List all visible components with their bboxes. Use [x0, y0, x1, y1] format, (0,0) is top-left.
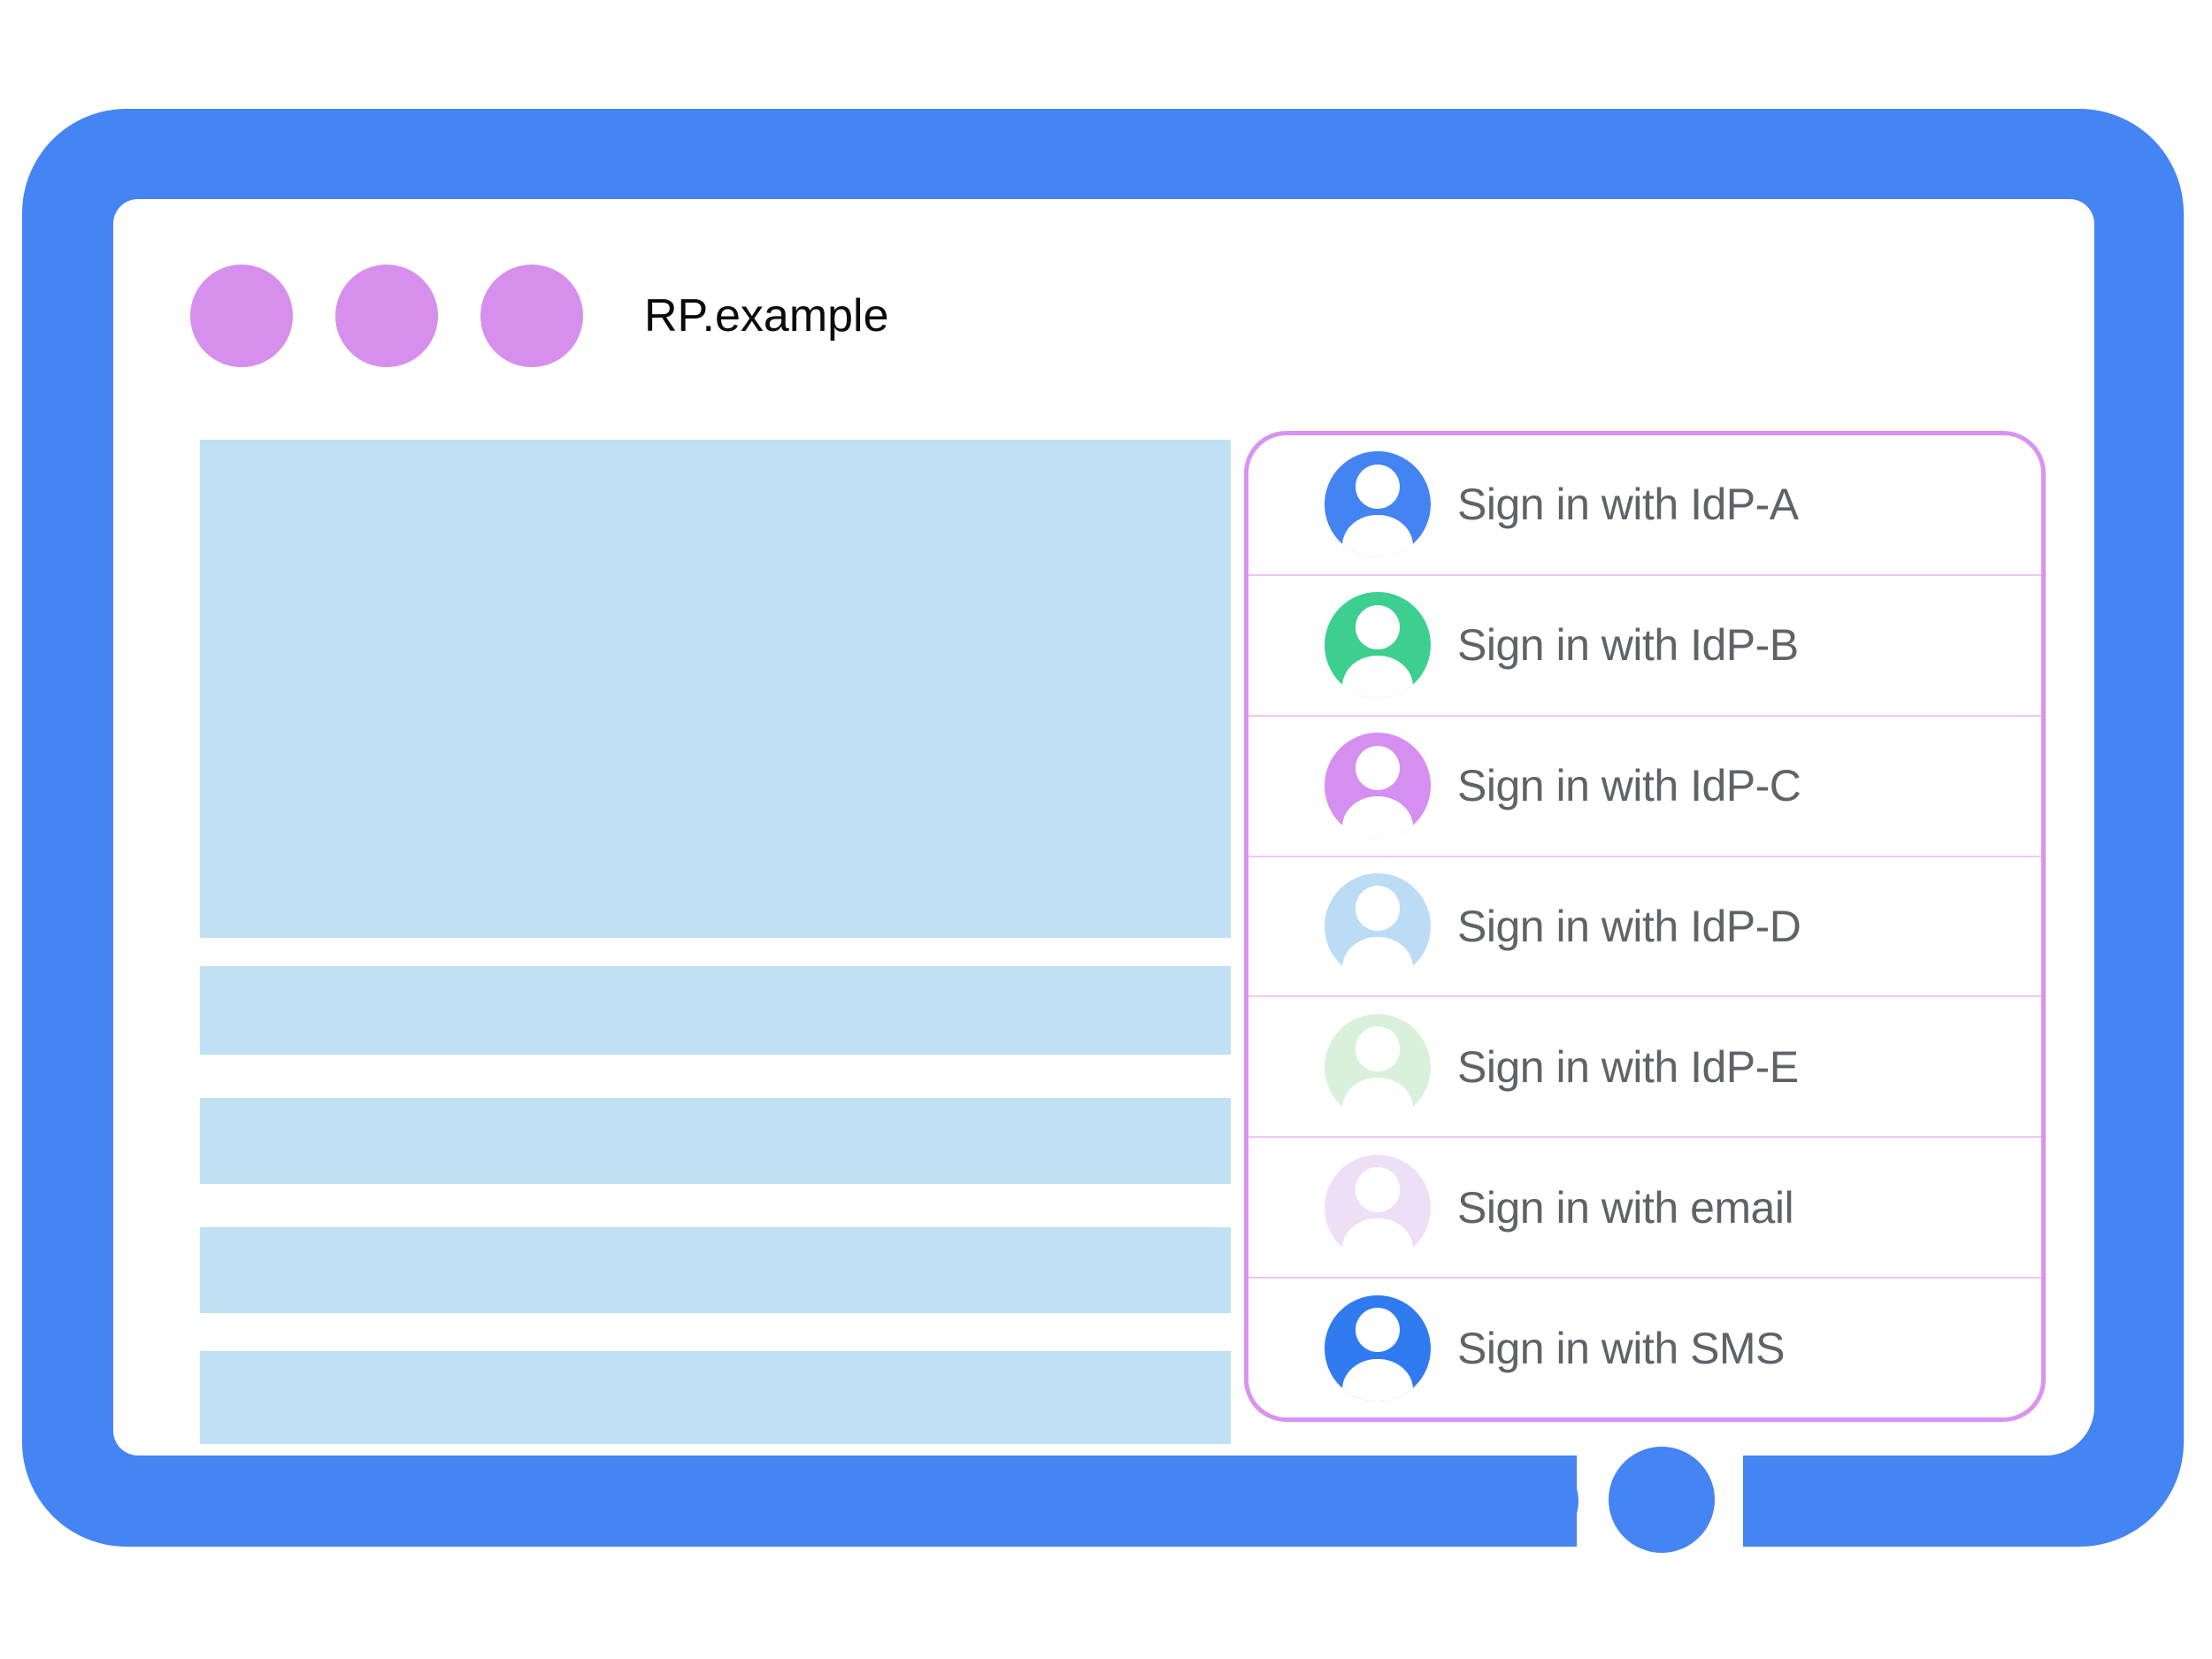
avatar-torso-shape: [1342, 656, 1413, 699]
avatar-head-shape: [1355, 1307, 1401, 1353]
signin-option-label: Sign in with IdP-E: [1457, 1041, 1799, 1092]
avatar-head-shape: [1355, 1026, 1401, 1071]
avatar-torso-shape: [1342, 937, 1413, 979]
browser-screen: RP.example Sign in with IdP-A Sign in wi…: [113, 199, 2094, 1455]
avatar-head-shape: [1355, 886, 1401, 931]
bottom-bezel-left-cap: [1486, 1455, 1578, 1547]
user-avatar-icon: [1325, 1154, 1431, 1261]
home-button-circle: [1609, 1447, 1715, 1553]
user-avatar-icon: [1325, 873, 1431, 979]
browser-frame: RP.example Sign in with IdP-A Sign in wi…: [22, 109, 2184, 1553]
signin-option-label: Sign in with IdP-A: [1457, 480, 1799, 530]
signin-option-button[interactable]: Sign in with IdP-B: [1248, 573, 2041, 715]
window-control-dot[interactable]: [190, 265, 293, 367]
window-control-dot[interactable]: [335, 265, 438, 367]
bottom-bezel-right-cap: [1743, 1455, 1835, 1547]
avatar-torso-shape: [1342, 796, 1413, 840]
user-avatar-icon: [1325, 451, 1431, 558]
avatar-head-shape: [1355, 745, 1401, 790]
user-avatar-icon: [1325, 592, 1431, 699]
signin-option-label: Sign in with IdP-C: [1457, 761, 1801, 811]
avatar-head-shape: [1355, 464, 1401, 510]
avatar-torso-shape: [1342, 515, 1413, 558]
site-title: RP.example: [644, 290, 889, 342]
signin-option-button[interactable]: Sign in with IdP-C: [1248, 714, 2041, 856]
signin-option-label: Sign in with email: [1457, 1182, 1794, 1233]
signin-option-label: Sign in with SMS: [1457, 1323, 1785, 1373]
signin-option-label: Sign in with IdP-D: [1457, 902, 1801, 951]
avatar-torso-shape: [1342, 1217, 1413, 1261]
avatar-head-shape: [1355, 604, 1401, 650]
content-placeholder-bar: [200, 1351, 1231, 1444]
signin-option-button[interactable]: Sign in with SMS: [1248, 1277, 2041, 1417]
signin-option-button[interactable]: Sign in with IdP-A: [1248, 435, 2041, 574]
signin-option-button[interactable]: Sign in with IdP-E: [1248, 995, 2041, 1136]
content-placeholder-hero: [200, 440, 1231, 938]
signin-option-button[interactable]: Sign in with IdP-D: [1248, 855, 2041, 996]
signin-option-label: Sign in with IdP-B: [1457, 620, 1799, 671]
signin-option-button[interactable]: Sign in with email: [1248, 1136, 2041, 1277]
avatar-torso-shape: [1342, 1077, 1413, 1120]
content-placeholder-bar: [200, 1227, 1231, 1313]
signin-panel: Sign in with IdP-A Sign in with IdP-B Si…: [1244, 431, 2046, 1422]
avatar-head-shape: [1355, 1167, 1401, 1212]
content-placeholder-bar: [200, 1098, 1231, 1184]
user-avatar-icon: [1325, 733, 1431, 840]
window-control-dot[interactable]: [480, 265, 583, 367]
avatar-torso-shape: [1342, 1358, 1413, 1402]
user-avatar-icon: [1325, 1294, 1431, 1402]
user-avatar-icon: [1325, 1013, 1431, 1120]
content-placeholder-bar: [200, 966, 1231, 1055]
